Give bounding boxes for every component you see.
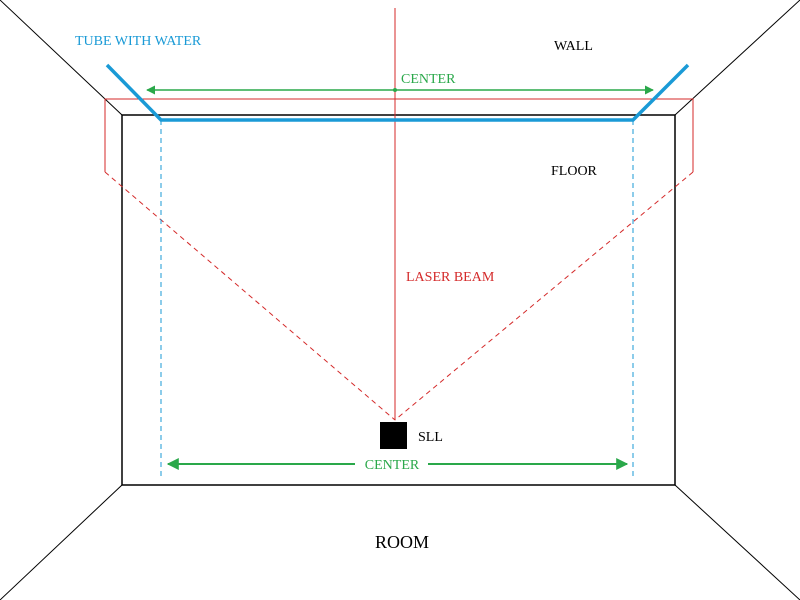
tube-with-water [105,63,690,122]
corner-line-bottom-left [0,484,123,600]
center-bottom-label: CENTER [365,458,420,473]
corner-line-bottom-right [674,484,800,600]
sll-label: SLL [418,430,443,445]
laser-fan-right [394,171,694,421]
corner-line-top-left [0,0,123,116]
corner-line-top-right [674,0,800,116]
floor-rectangle [121,114,676,486]
sll-device [380,422,407,449]
floor-label: FLOOR [551,164,598,179]
laser-beam-label: LASER BEAM [406,270,495,285]
center-mark-top [393,88,397,92]
tube-label: TUBE WITH WATER [75,34,202,49]
wall-label: WALL [554,39,593,54]
center-top-label: CENTER [401,72,456,87]
laser-plane-outline [104,98,694,172]
room-label: ROOM [375,532,429,552]
laser-fan-left [104,171,396,421]
